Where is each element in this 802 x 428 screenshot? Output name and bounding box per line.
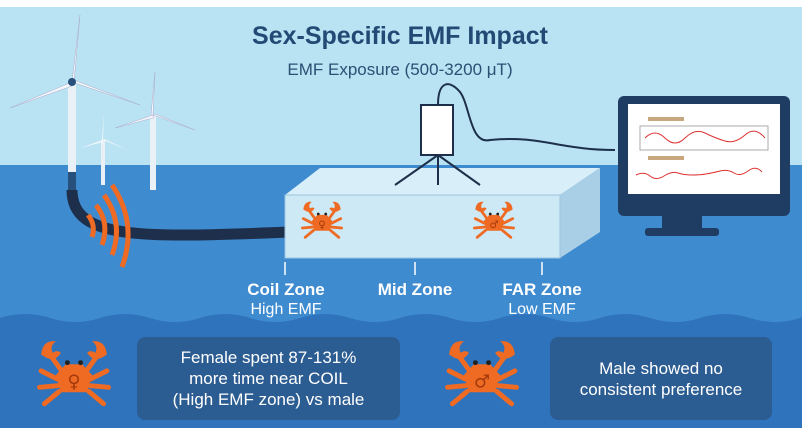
finding-line: (High EMF zone) vs male bbox=[172, 390, 365, 409]
zone-name: FAR Zone bbox=[502, 280, 582, 299]
monitor-icon bbox=[618, 96, 790, 236]
finding-line: more time near COIL bbox=[189, 369, 348, 388]
zone-level: High EMF bbox=[250, 301, 322, 318]
page-title: Sex-Specific EMF Impact bbox=[252, 22, 548, 50]
male-crab-icon: ♂ bbox=[470, 200, 518, 242]
zone-name: Mid Zone bbox=[377, 280, 453, 299]
wind-turbine-icon bbox=[9, 14, 196, 190]
finding-line: Male showed no bbox=[599, 358, 723, 378]
zone-mid: Mid Zone bbox=[355, 280, 475, 300]
svg-text:♂: ♂ bbox=[474, 371, 490, 392]
svg-text:♂: ♂ bbox=[489, 219, 498, 231]
zone-markers bbox=[284, 262, 543, 275]
female-crab-icon: ♀ bbox=[32, 338, 116, 412]
zone-name: Coil Zone bbox=[247, 280, 325, 299]
experiment-tank bbox=[284, 168, 600, 259]
finding-line: Female spent 87-131% bbox=[180, 348, 357, 367]
emf-waves-icon bbox=[85, 183, 131, 268]
svg-text:♀: ♀ bbox=[67, 371, 80, 392]
page-subtitle: EMF Exposure (500-3200 μT) bbox=[287, 60, 513, 79]
emf-sensor bbox=[394, 83, 616, 186]
finding-line: consistent preference bbox=[579, 379, 743, 399]
svg-text:♀: ♀ bbox=[318, 219, 326, 231]
female-crab-icon: ♀ bbox=[298, 200, 346, 242]
power-cable bbox=[66, 189, 291, 241]
finding-female-card: Female spent 87-131% more time near COIL (… bbox=[137, 337, 400, 420]
zone-level: Low EMF bbox=[508, 301, 576, 318]
male-crab-icon: ♂ bbox=[440, 338, 524, 412]
